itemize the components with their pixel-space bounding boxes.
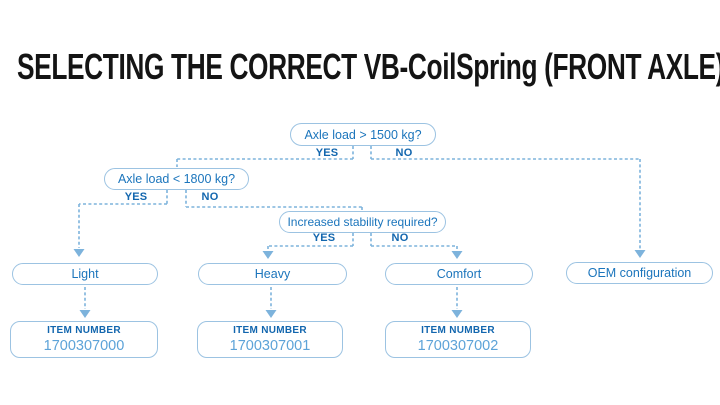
no-label-axle-1500: NO [395,147,413,159]
no-label-axle-1800: NO [201,191,219,203]
item-box-light: ITEM NUMBER 1700307000 [10,321,158,358]
yes-label-axle-1800: YES [124,191,148,203]
arrow-down-icon [634,250,646,258]
item-number-label: ITEM NUMBER [47,325,121,336]
option-box-oem: OEM configuration [566,262,713,284]
yes-label-stability: YES [312,232,336,244]
yes-label-axle-1500: YES [315,147,339,159]
item-number-label: ITEM NUMBER [421,325,495,336]
option-box-heavy: Heavy [198,263,347,285]
arrow-down-icon [73,249,85,257]
decision-box-axle-load-1800: Axle load < 1800 kg? [104,168,249,190]
item-number-value: 1700307002 [417,338,499,354]
arrow-down-icon [451,251,463,259]
decision-box-stability: Increased stability required? [279,211,446,233]
arrow-down-icon [262,251,274,259]
page-title: SELECTING THE CORRECT VB-CoilSpring (FRO… [17,46,720,87]
item-number-value: 1700307001 [229,338,311,354]
item-box-comfort: ITEM NUMBER 1700307002 [385,321,531,358]
arrow-down-icon [79,310,91,318]
decision-box-axle-load-1500: Axle load > 1500 kg? [290,123,436,146]
item-box-heavy: ITEM NUMBER 1700307001 [197,321,343,358]
arrow-down-icon [451,310,463,318]
no-label-stability: NO [391,232,409,244]
option-box-comfort: Comfort [385,263,533,285]
item-number-label: ITEM NUMBER [233,325,307,336]
option-box-light: Light [12,263,158,285]
arrow-down-icon [265,310,277,318]
item-number-value: 1700307000 [43,338,125,354]
